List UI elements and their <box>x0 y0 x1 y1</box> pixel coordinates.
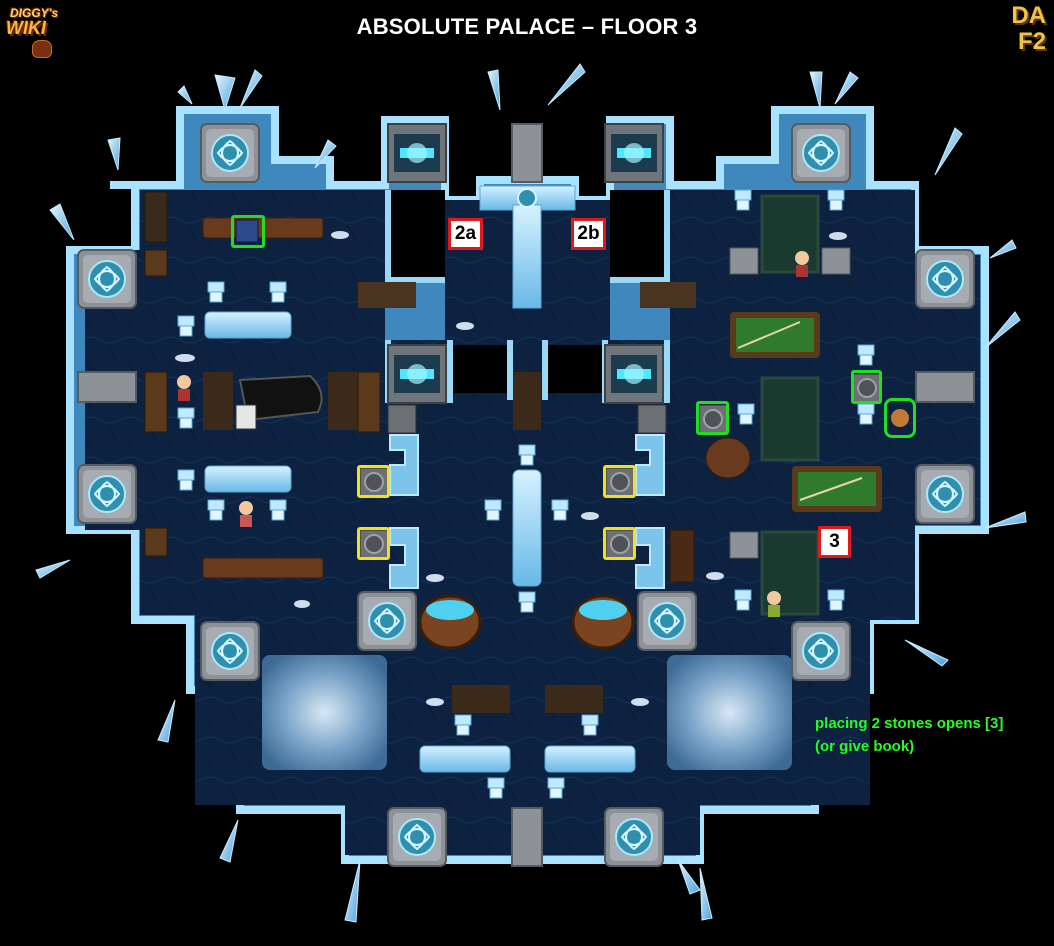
highlight-stone-green <box>851 370 882 404</box>
marker-2a[interactable]: 2a <box>448 218 483 250</box>
cloud-pool-left <box>262 655 387 770</box>
celtic-knot-stone-icon <box>77 464 137 524</box>
logo-line2: WIKI <box>6 18 46 38</box>
book-icon <box>235 219 259 243</box>
npc-icon <box>177 375 191 401</box>
marker-2b[interactable]: 2b <box>571 218 606 250</box>
celtic-knot-stone-icon <box>77 249 137 309</box>
celtic-knot-stone-icon <box>637 591 697 651</box>
ice-crystal-icon <box>35 63 1027 923</box>
teleporter-icon <box>387 123 447 183</box>
celtic-knot-stone-icon <box>200 621 260 681</box>
teleporter-icon <box>387 344 447 404</box>
npc-icon <box>795 251 809 277</box>
celtic-knot-stone-icon <box>915 249 975 309</box>
celtic-knot-stone-icon <box>915 464 975 524</box>
npc-icon <box>239 501 253 527</box>
hint-line1: placing 2 stones opens [3] <box>815 715 1004 732</box>
celtic-knot-stone-icon <box>604 807 664 867</box>
celtic-knot-stone-icon <box>200 123 260 183</box>
highlight-slot-yellow <box>603 527 636 560</box>
piano-icon <box>235 374 323 430</box>
teleporter-icon <box>604 123 664 183</box>
hot-tub-icon <box>571 594 635 650</box>
billiard-table-icon <box>730 312 820 358</box>
cloud-pool-right <box>667 655 792 770</box>
hint-line2: (or give book) <box>815 738 915 755</box>
celtic-knot-stone-icon <box>791 621 851 681</box>
highlight-stone-green <box>696 401 729 435</box>
logo-right-line2: F2 <box>1017 28 1046 55</box>
billiard-table-icon <box>792 466 882 512</box>
highlight-slot-yellow <box>357 527 390 560</box>
celtic-knot-stone-icon <box>387 807 447 867</box>
marker-3[interactable]: 3 <box>818 526 851 558</box>
page-title: ABSOLUTE PALACE – FLOOR 3 <box>356 14 698 39</box>
hint-note: placing 2 stones opens [3] (or give book… <box>815 712 1003 758</box>
hot-tub-icon <box>418 594 482 650</box>
logo-line1: DIGGY's <box>10 6 59 20</box>
highlight-book-green <box>231 215 265 248</box>
npc-icon <box>891 409 909 427</box>
celtic-knot-stone-icon <box>357 591 417 651</box>
logo-right-line1: DA <box>1011 2 1046 29</box>
highlight-npc-green <box>884 398 916 438</box>
highlight-slot-yellow <box>603 465 636 498</box>
daf2-logo[interactable]: DA F2 <box>998 2 1050 58</box>
diggys-wiki-logo[interactable]: DIGGY's WIKI <box>4 4 74 58</box>
diggy-mascot-icon <box>32 40 52 58</box>
npc-icon <box>767 591 781 617</box>
highlight-slot-yellow <box>357 465 390 498</box>
celtic-knot-stone-icon <box>791 123 851 183</box>
teleporter-icon <box>604 344 664 404</box>
